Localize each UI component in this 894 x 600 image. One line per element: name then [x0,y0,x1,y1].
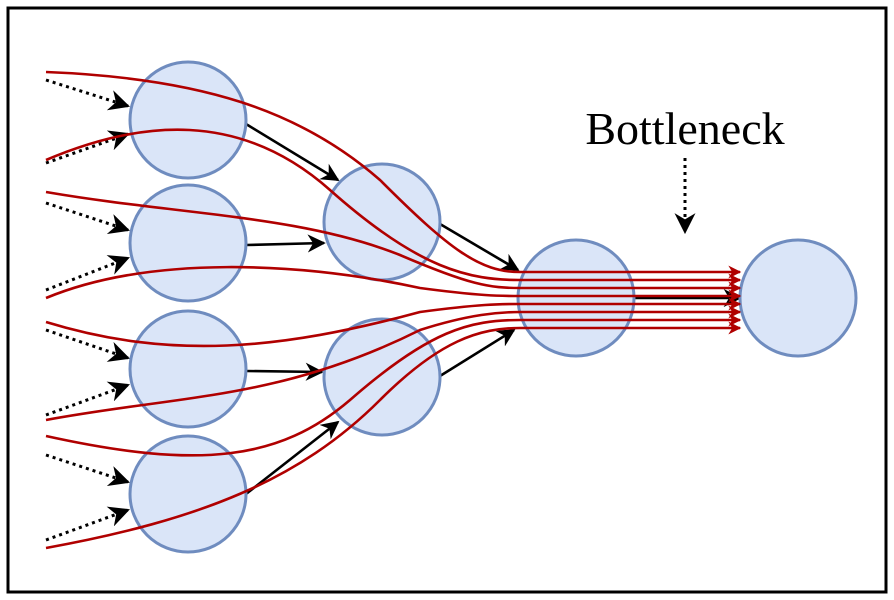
flow-path [45,128,742,287]
input-arrow [45,506,130,542]
edges [245,122,742,496]
input-arrow [45,201,130,235]
input-node-1 [128,60,248,180]
edge-arrow [245,234,326,253]
edge-arrow [245,420,340,496]
edge-arrow [245,122,340,182]
flow-paths [45,70,742,550]
input-node-2 [128,183,248,303]
input-arrow [45,381,130,417]
flow-path [45,313,742,457]
input-arrows [45,78,131,542]
flow-path [45,305,742,422]
bottleneck-label: Bottleneck [585,103,784,154]
input-node-3 [128,309,248,429]
input-arrow [45,78,131,111]
bottleneck-node [516,238,636,358]
output-node [738,238,858,358]
input-arrow [45,328,130,362]
flow-path [45,265,742,303]
flow-path [45,297,742,348]
flow-path [45,321,742,550]
flow-path [45,70,742,279]
edge-arrow [245,362,324,381]
input-arrow [45,453,130,487]
edge-arrow [439,222,520,272]
input-arrow [45,130,130,165]
flow-path [45,190,742,295]
input-arrow [45,255,130,292]
edge-arrow [439,328,516,378]
middle-node-2 [322,317,442,437]
